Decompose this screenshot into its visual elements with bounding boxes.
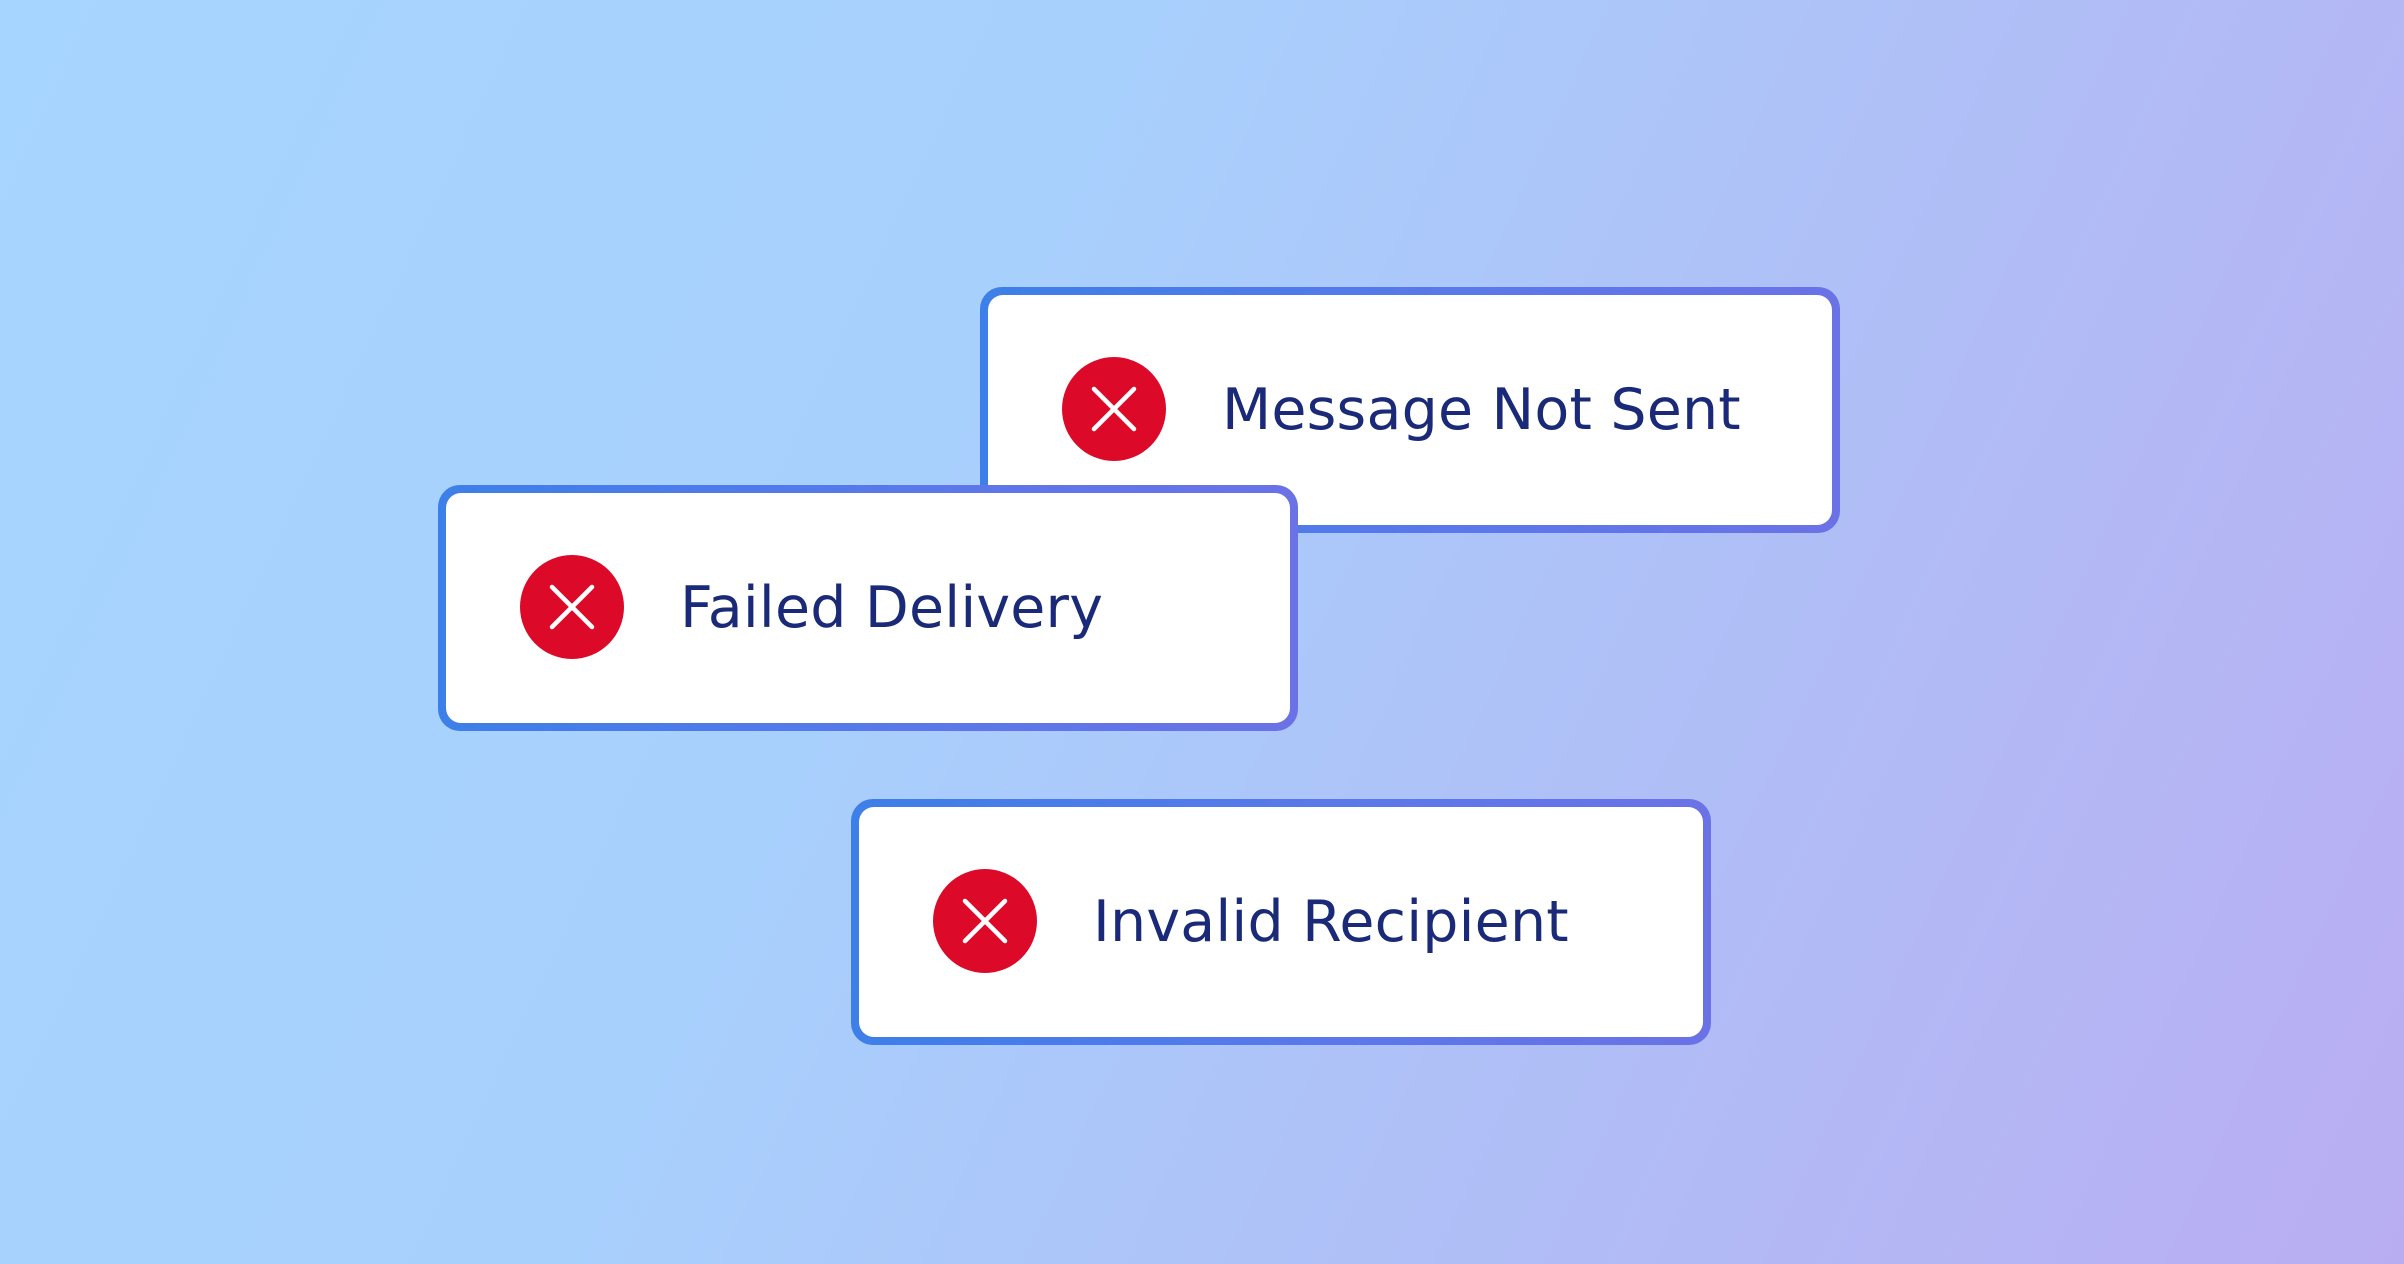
error-badge <box>933 869 1037 973</box>
close-x-icon <box>549 584 595 630</box>
error-card-body: Message Not Sent <box>988 295 1832 525</box>
error-card-body: Invalid Recipient <box>859 807 1703 1037</box>
error-card-label: Invalid Recipient <box>1093 889 1569 955</box>
error-card-invalid-recipient: Invalid Recipient <box>851 799 1711 1045</box>
close-x-icon <box>962 898 1008 944</box>
close-x-icon <box>1091 386 1137 432</box>
error-badge <box>520 555 624 659</box>
error-badge <box>1062 357 1166 461</box>
error-card-label: Failed Delivery <box>680 575 1104 641</box>
error-card-body: Failed Delivery <box>446 493 1290 723</box>
error-card-label: Message Not Sent <box>1222 377 1741 443</box>
error-card-message-not-sent: Message Not Sent <box>980 287 1840 533</box>
error-card-failed-delivery: Failed Delivery <box>438 485 1298 731</box>
